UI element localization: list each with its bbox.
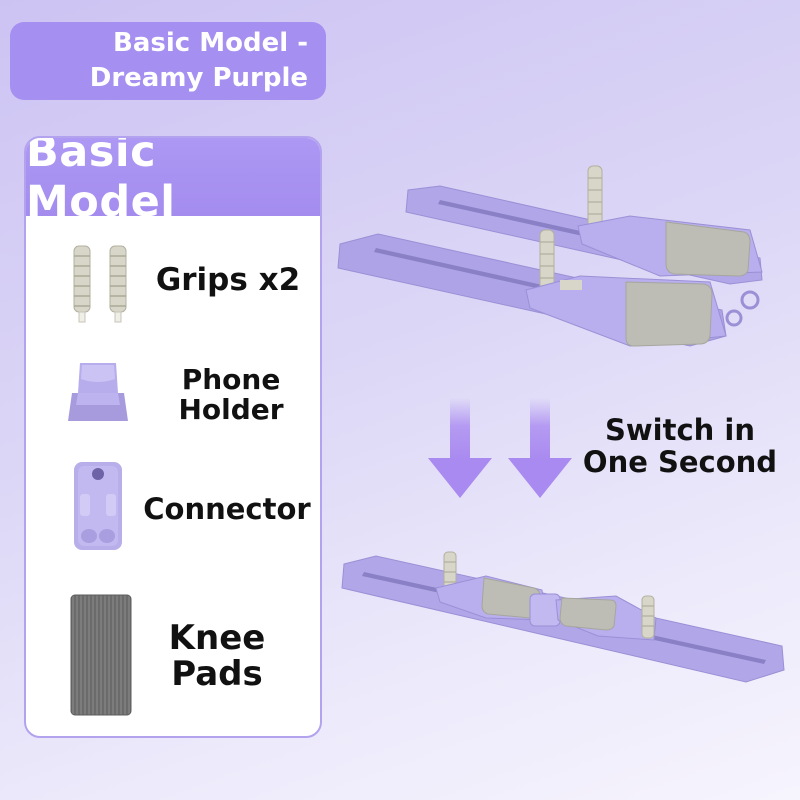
title-line-2: Dreamy Purple	[89, 63, 308, 93]
item-phone-holder: Phone Holder	[26, 353, 320, 443]
phone-holder-label-line-1: Phone	[181, 363, 281, 396]
contents-panel: Basic Model Grips x2	[24, 136, 322, 738]
grips-label: Grips x2	[155, 262, 301, 298]
phone-holder-label: Phone Holder	[166, 365, 296, 425]
grips-icon	[73, 245, 127, 323]
phone-holder-label-line-2: Holder	[178, 393, 284, 426]
knee-pads-label-line-1: Knee	[168, 618, 266, 658]
item-knee-pads: Knee Pads	[26, 590, 320, 720]
knee-pads-label-line-2: Pads	[171, 654, 263, 694]
arrow-down-icon-right	[508, 398, 572, 498]
switch-caption-line-1: Switch in	[605, 413, 755, 447]
title-line-1: Basic Model -	[113, 28, 308, 58]
switch-arrows	[428, 398, 572, 498]
switch-caption: Switch in One Second	[580, 414, 780, 478]
product-connected-image	[341, 551, 785, 683]
knee-pads-label: Knee Pads	[152, 620, 282, 692]
item-grips: Grips x2	[26, 238, 320, 338]
knee-pads-icon	[70, 594, 132, 716]
connector-icon	[74, 462, 122, 550]
title-badge: Basic Model - Dreamy Purple	[10, 22, 326, 100]
phone-holder-icon	[68, 363, 128, 421]
connector-label: Connector	[143, 492, 311, 526]
item-connector: Connector	[26, 456, 320, 556]
switch-caption-line-2: One Second	[582, 445, 778, 479]
product-separated-image	[337, 165, 763, 347]
arrow-down-icon-left	[428, 398, 492, 498]
panel-header: Basic Model	[26, 138, 320, 227]
